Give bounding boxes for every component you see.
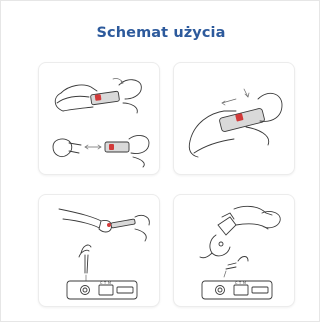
step-2-panel: [173, 62, 295, 175]
blood-drop-collect-icon: C T M: [39, 195, 159, 306]
lancet-cap-twist-icon: [39, 63, 159, 174]
step-1-panel: [38, 62, 160, 175]
step-3-panel: C T M: [38, 194, 160, 307]
step-4-panel: C T M: [173, 194, 295, 307]
buffer-apply-cassette-icon: C T M: [174, 195, 294, 306]
cassette-label-control: M: [108, 281, 111, 285]
page-title: Schemat użycia: [1, 25, 320, 41]
cassette-label-control: M: [243, 281, 246, 285]
lancet-press-finger-icon: [174, 63, 294, 174]
